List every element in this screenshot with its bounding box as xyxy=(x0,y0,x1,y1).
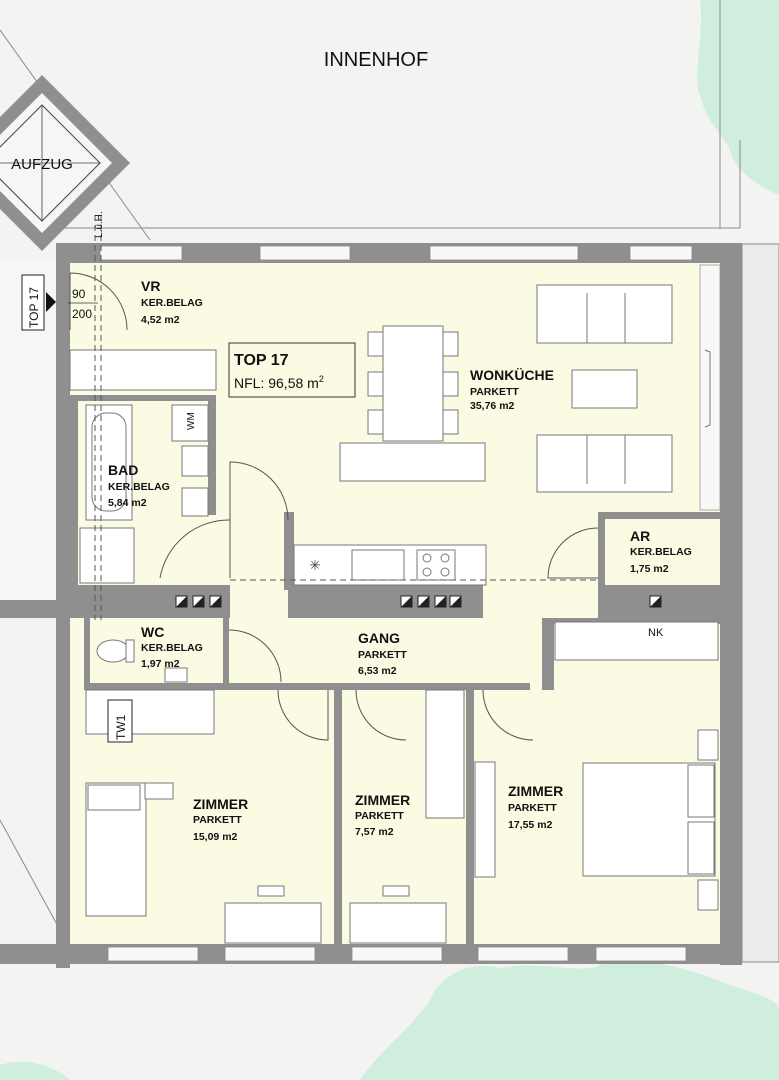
svg-text:KER.BELAG: KER.BELAG xyxy=(141,297,203,309)
top-windows xyxy=(99,245,693,261)
room-wc: WC KER.BELAG 1,97 m2 xyxy=(141,624,203,670)
stair-marker: L.ü.H. xyxy=(94,211,105,238)
svg-text:6,53 m2: 6,53 m2 xyxy=(358,665,397,677)
niche-label: NK xyxy=(648,627,664,639)
svg-text:1,75 m2: 1,75 m2 xyxy=(630,563,669,575)
svg-text:KER.BELAG: KER.BELAG xyxy=(141,642,203,654)
door-swings xyxy=(69,272,599,741)
svg-text:PARKETT: PARKETT xyxy=(193,814,242,826)
svg-text:TW1: TW1 xyxy=(114,714,128,740)
svg-text:7,57 m2: 7,57 m2 xyxy=(355,826,394,838)
greenery-bottom-left xyxy=(0,1061,70,1080)
dashed-lines xyxy=(94,215,598,620)
room-wohnkuche: WONKÜCHE PARKETT 35,76 m2 xyxy=(470,367,554,412)
greenery-bottom xyxy=(360,961,779,1080)
svg-text:AR: AR xyxy=(630,528,650,544)
svg-text:PARKETT: PARKETT xyxy=(358,649,407,661)
room-zimmer-1: ZIMMER PARKETT 15,09 m2 xyxy=(193,796,248,843)
svg-text:ZIMMER: ZIMMER xyxy=(193,796,248,812)
shaft-tag: TW1 xyxy=(107,699,133,743)
svg-text:BAD: BAD xyxy=(108,462,138,478)
svg-text:4,52 m2: 4,52 m2 xyxy=(141,314,180,326)
svg-text:WC: WC xyxy=(141,624,164,640)
svg-text:PARKETT: PARKETT xyxy=(355,810,404,822)
svg-text:17,55 m2: 17,55 m2 xyxy=(508,819,553,831)
door-height: 200 xyxy=(72,307,92,321)
svg-text:GANG: GANG xyxy=(358,630,400,646)
room-zimmer-2: ZIMMER PARKETT 7,57 m2 xyxy=(355,792,410,838)
svg-text:ZIMMER: ZIMMER xyxy=(508,783,563,799)
appliance-label: WM xyxy=(186,412,197,430)
room-vr: VR KER.BELAG 4,52 m2 xyxy=(141,278,203,326)
greenery-top-right xyxy=(697,0,779,195)
svg-text:15,09 m2: 15,09 m2 xyxy=(193,831,238,843)
svg-text:KER.BELAG: KER.BELAG xyxy=(630,546,692,558)
svg-text:PARKETT: PARKETT xyxy=(508,802,557,814)
svg-text:VR: VR xyxy=(141,278,160,294)
courtyard-label: INNENHOF xyxy=(324,49,428,71)
furniture xyxy=(69,284,719,944)
room-bad: BAD KER.BELAG 5,84 m2 xyxy=(108,462,170,509)
elevator-label: AUFZUG xyxy=(11,156,73,173)
svg-text:TOP 17: TOP 17 xyxy=(234,352,289,369)
svg-text:WONKÜCHE: WONKÜCHE xyxy=(470,367,554,383)
elevator-shaft: AUFZUG xyxy=(0,75,130,251)
bottom-windows xyxy=(107,946,687,962)
svg-text:NFL: 96,58 m2: NFL: 96,58 m2 xyxy=(234,374,324,391)
room-ar: AR KER.BELAG 1,75 m2 xyxy=(630,528,692,575)
stove-symbol: ✳ xyxy=(309,557,321,573)
room-zimmer-3: ZIMMER PARKETT 17,55 m2 xyxy=(508,783,563,831)
entrance-tag: TOP 17 90 200 xyxy=(21,274,98,331)
terrace-strip xyxy=(741,243,779,963)
svg-text:5,84 m2: 5,84 m2 xyxy=(108,497,147,509)
svg-text:1,97 m2: 1,97 m2 xyxy=(141,658,180,670)
svg-text:TOP 17: TOP 17 xyxy=(27,287,41,328)
svg-text:PARKETT: PARKETT xyxy=(470,386,519,398)
room-gang: GANG PARKETT 6,53 m2 xyxy=(358,630,407,677)
svg-text:35,76 m2: 35,76 m2 xyxy=(470,400,515,412)
svg-text:KER.BELAG: KER.BELAG xyxy=(108,481,170,493)
svg-text:ZIMMER: ZIMMER xyxy=(355,792,410,808)
door-width: 90 xyxy=(72,287,86,301)
vent-symbols xyxy=(175,595,662,608)
unit-info-box: TOP 17 NFL: 96,58 m2 xyxy=(228,342,356,398)
